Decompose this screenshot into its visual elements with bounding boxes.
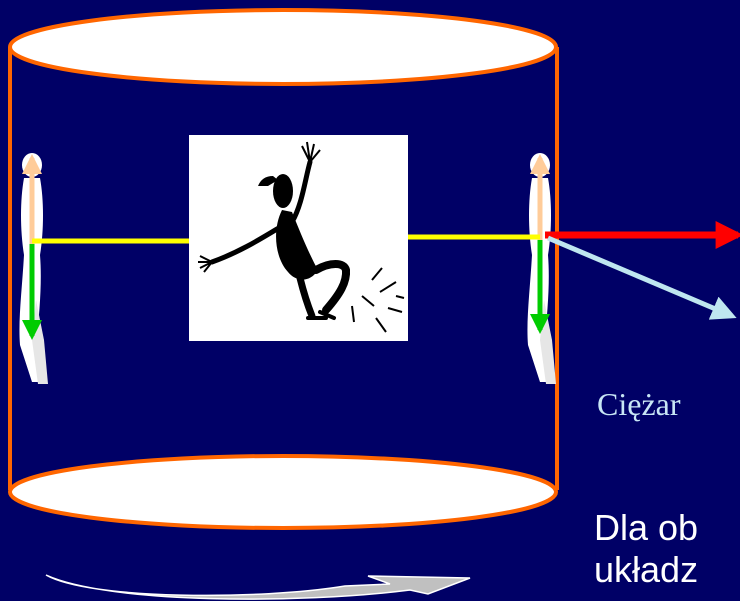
curved-arrow-icon <box>46 575 470 599</box>
central-image <box>189 135 408 341</box>
observer-caption: Dla ob układz <box>594 507 698 591</box>
observer-caption-line-1: Dla ob <box>594 507 698 549</box>
cylinder-bottom-lid <box>10 456 556 528</box>
observer-caption-line-2: układz <box>594 549 698 591</box>
weight-vector <box>548 238 732 316</box>
weight-label: Ciężar <box>597 386 681 423</box>
cylinder-top-lid <box>10 10 556 84</box>
